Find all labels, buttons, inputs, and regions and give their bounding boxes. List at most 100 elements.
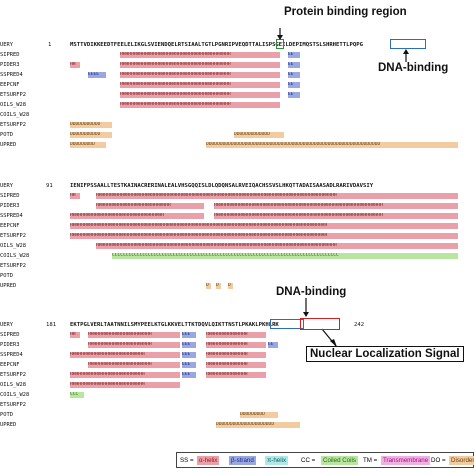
strand-segment: EE: [288, 72, 300, 78]
nls-box: [300, 318, 340, 330]
helix-segment: HHHHHHHHHHHHHHH: [206, 362, 266, 368]
dna-binding-box-1: [390, 39, 426, 49]
helix-segment: HHHHHHHHHHHHHHHHHHHHHHHHHHH: [70, 382, 180, 388]
helix-segment: HHHHHHHHHHHHHHHHHHHHHHH: [88, 332, 180, 338]
row-label: PIDER3: [0, 62, 20, 68]
row-label: ETSURFP2: [0, 263, 26, 269]
nls-label: Nuclear Localization Signal: [306, 346, 464, 362]
helix-segment: HHHHHHHHHHHHHHH: [206, 372, 266, 378]
disorder-segment: DDDDDDDDD: [70, 142, 106, 148]
sequence-line: EKTPGLVERLTAATNNILSMYPEELKTGLKKVELTTKTDQ…: [70, 322, 279, 328]
disorder-segment: D: [206, 283, 211, 289]
row-label: ETSURFP2: [0, 402, 26, 408]
row-label: ETSURFP2: [0, 233, 26, 239]
row-label: UERY: [0, 42, 13, 48]
row-label: UERY: [0, 322, 13, 328]
coil-segment: CCC: [70, 392, 84, 398]
helix-segment: HHHHHHHHHHHHHHHHHHHHHHHHHHH: [70, 372, 180, 378]
row-label: COILS_W28: [0, 392, 30, 398]
helix-segment: HHHHHHHHHHHHHHHHHHHHHHHHHHHHHHHHHHHHHHHH…: [70, 233, 458, 239]
strand-segment: EE: [288, 62, 300, 68]
helix-segment: HHHHHHHHHHHHHHHHHHHHHHHHHHHHHHHHHHHHHHHH: [120, 72, 280, 78]
legend-do-prefix: DO =: [431, 457, 446, 464]
row-label: PIDER3: [0, 203, 20, 209]
helix-segment: HHHHHHHHHHHHHHHHHHHHHHH: [88, 342, 180, 348]
helix-segment: HHHHHHHHHHHHHHHHHHHHHHHHHHH: [70, 352, 180, 358]
helix-segment: HHHHHHHHHHHHHHHHHHHHHHHHHHHHHHHHHHHHHHHH: [120, 92, 280, 98]
row-label: SIPRED: [0, 193, 20, 199]
strand-segment: EEE: [182, 372, 196, 378]
helix-segment: HHHHHHHHHHHHHHHHHHHHHHHHHHHHHHHHHHHHHHHH…: [70, 223, 458, 229]
helix-segment: HHHHHHHHHHHHHHHHHHHHHHHHHHHHHHHHHH: [70, 213, 204, 219]
row-label: COILS_W28: [0, 253, 30, 259]
dna-binding-box-2: [270, 319, 304, 329]
row-label: SSPRED4: [0, 352, 23, 358]
legend-coiled-coils: Coiled Coils: [321, 456, 359, 465]
block-start-position: 181: [46, 322, 57, 328]
helix-segment: HHHHHHHHHHHHHHH: [206, 352, 266, 358]
strand-segment: EE: [288, 52, 300, 58]
disorder-segment: DDDDDDDDDDDDDDDDDDDDD: [216, 422, 300, 428]
dna-binding-label-2: DNA-binding: [276, 286, 347, 298]
disorder-segment: D: [228, 283, 233, 289]
row-label: ETSURFP2: [0, 122, 26, 128]
helix-segment: HHHHHHHHHHHHHHH: [206, 332, 266, 338]
row-label: POTD: [0, 273, 13, 279]
row-label: OILS_W28: [0, 102, 26, 108]
helix-segment: HHHHHHHHHHHHHHHHHHHHHHHHHHHHHHHHHHHHHHHH…: [214, 203, 458, 209]
helix-segment: HHHHHHHHHHHHHHH: [206, 342, 266, 348]
row-label: SIPRED: [0, 332, 20, 338]
coil-segment: CCCCCCCCCCCCCCCCCCCCCCCCCCCCCCCCCCCCCCCC…: [112, 253, 458, 259]
dna-binding-label-1: DNA-binding: [378, 62, 449, 74]
sequence-line: MSTTVDIKKEEDTFEELELIKGLSVIENDQELRTSIAALT…: [70, 42, 363, 48]
disorder-segment: DDDDDDDDDDD: [70, 132, 112, 138]
block-end-position: 242: [354, 322, 365, 328]
row-label: ETSURFP2: [0, 92, 26, 98]
helix-segment: HHHHHHHHHHHHHHHHHHHHHHHHHHHHHHHHHHHHHHHH…: [214, 213, 458, 219]
strand-segment: EE: [288, 82, 300, 88]
helix-segment: HH: [70, 193, 80, 199]
row-label: SSPRED4: [0, 213, 23, 219]
block-start-position: 91: [46, 183, 53, 189]
legend-beta-strand: β-strand: [229, 456, 256, 465]
strand-segment: EEE: [182, 332, 196, 338]
helix-segment: HH: [70, 332, 80, 338]
legend-tm-prefix: TM =: [363, 457, 378, 464]
legend-alpha-helix: α-helix: [197, 456, 220, 465]
row-label: UERY: [0, 183, 13, 189]
row-label: UPRED: [0, 422, 17, 428]
helix-segment: HHHHHHHHHHHHHHHHHHHHHHHHHHHHHHHHHHHHHHHH…: [96, 243, 458, 249]
legend: SS = α-helix β-strand π-helix CC = Coile…: [176, 452, 474, 468]
disorder-segment: DDDDDDDDDDDDD: [234, 132, 284, 138]
legend-disorder: Disorder: [449, 456, 474, 465]
helix-segment: HHHHHHHHHHHHHHHHHHHHHHHHHHHHHHHHHHHHHHHH: [120, 82, 280, 88]
block-start-position: 1: [48, 42, 52, 48]
row-label: POTD: [0, 412, 13, 418]
helix-segment: HHHHHHHHHHHHHHHHHHHHHHHHHHHHHHHHHHHHHHHH: [120, 62, 280, 68]
row-label: EEPCNF: [0, 223, 20, 229]
disorder-segment: DDDDDDDDDDDDDDDDDDDDDDDDDDDDDDDDDDDDDDDD…: [206, 142, 458, 148]
strand-segment: EEE: [182, 342, 196, 348]
row-label: ETSURFP2: [0, 372, 26, 378]
row-label: SSPRED4: [0, 72, 23, 78]
row-label: EEPCNF: [0, 82, 20, 88]
legend-ss-prefix: SS =: [180, 457, 194, 464]
row-label: SIPRED: [0, 52, 20, 58]
disorder-segment: D: [216, 283, 221, 289]
row-label: COILS_W28: [0, 112, 30, 118]
legend-transmembrane: Transmembrane: [381, 456, 431, 465]
strand-segment: EEE: [182, 362, 196, 368]
helix-segment: HHHHHHHHHHHHHHHHHHHHHHHHHHHHHHHHHHHHHHHH: [120, 102, 280, 108]
row-label: POTD: [0, 132, 13, 138]
row-label: OILS_W28: [0, 243, 26, 249]
row-label: UPRED: [0, 142, 17, 148]
helix-segment: HH: [70, 62, 80, 68]
row-label: PIDER3: [0, 342, 20, 348]
disorder-segment: DDDDDDDDD: [240, 412, 278, 418]
helix-segment: HHHHHHHHHHHHHHHHHHHHHHHHHHHHHHHHHHHHHHHH: [120, 52, 280, 58]
row-label: EEPCNF: [0, 362, 20, 368]
row-label: UPRED: [0, 283, 17, 289]
helix-segment: HHHHHHHHHHHHHHHHHHHHHHHHHHHHHHHHHHHHHHHH…: [96, 193, 458, 199]
strand-segment: EE: [268, 342, 278, 348]
